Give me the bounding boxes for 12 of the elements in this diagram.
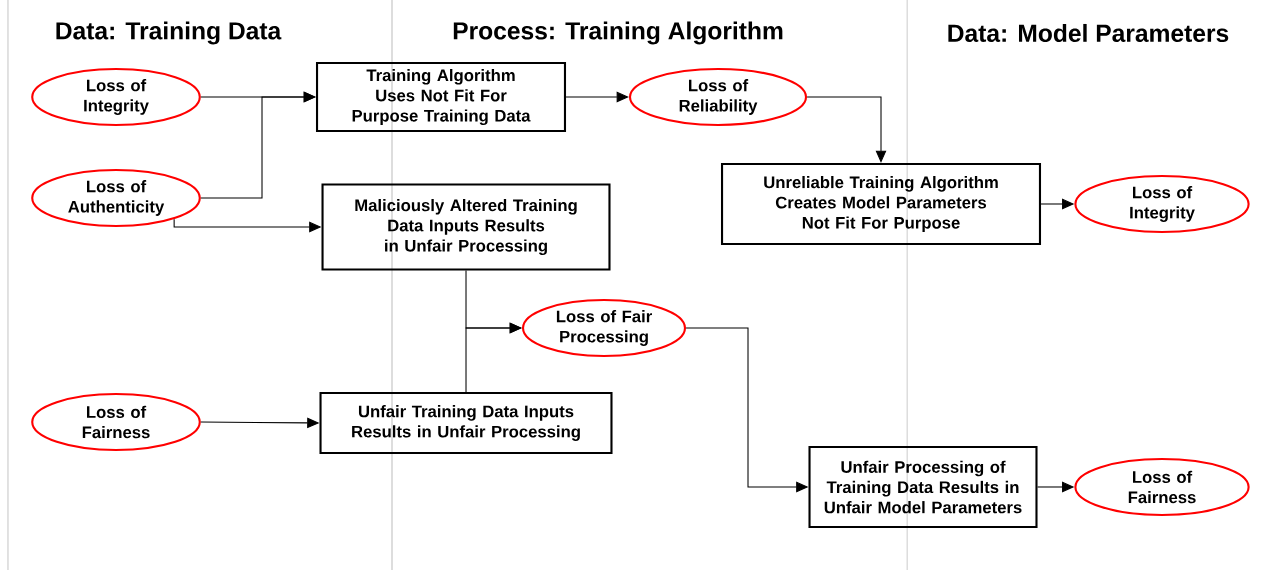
process-box: Unfair Training Data Inputs Results in Unfair Processing [319,391,613,455]
column-heading: Process: Training Algorithm [453,21,783,45]
process-box: Maliciously Altered Training Data Inputs Results in Unfair Processing [321,183,611,271]
arrow [806,96,887,163]
arrow [200,91,316,199]
arrow [565,91,629,103]
column-heading: Data: Training Data [56,21,282,45]
process-box: Training Algorithm Uses Not Fit For Purpose Training Data [315,61,567,133]
process-box: Unreliable Training Algorithm Creates Model Parameters Not Fit For Purpose [721,162,1042,246]
process-box: Unfair Processing of Training Data Results in Unfair Model Parameters [808,445,1038,529]
arrow [465,322,522,393]
column-heading: Data: Model Parameters [948,23,1229,43]
